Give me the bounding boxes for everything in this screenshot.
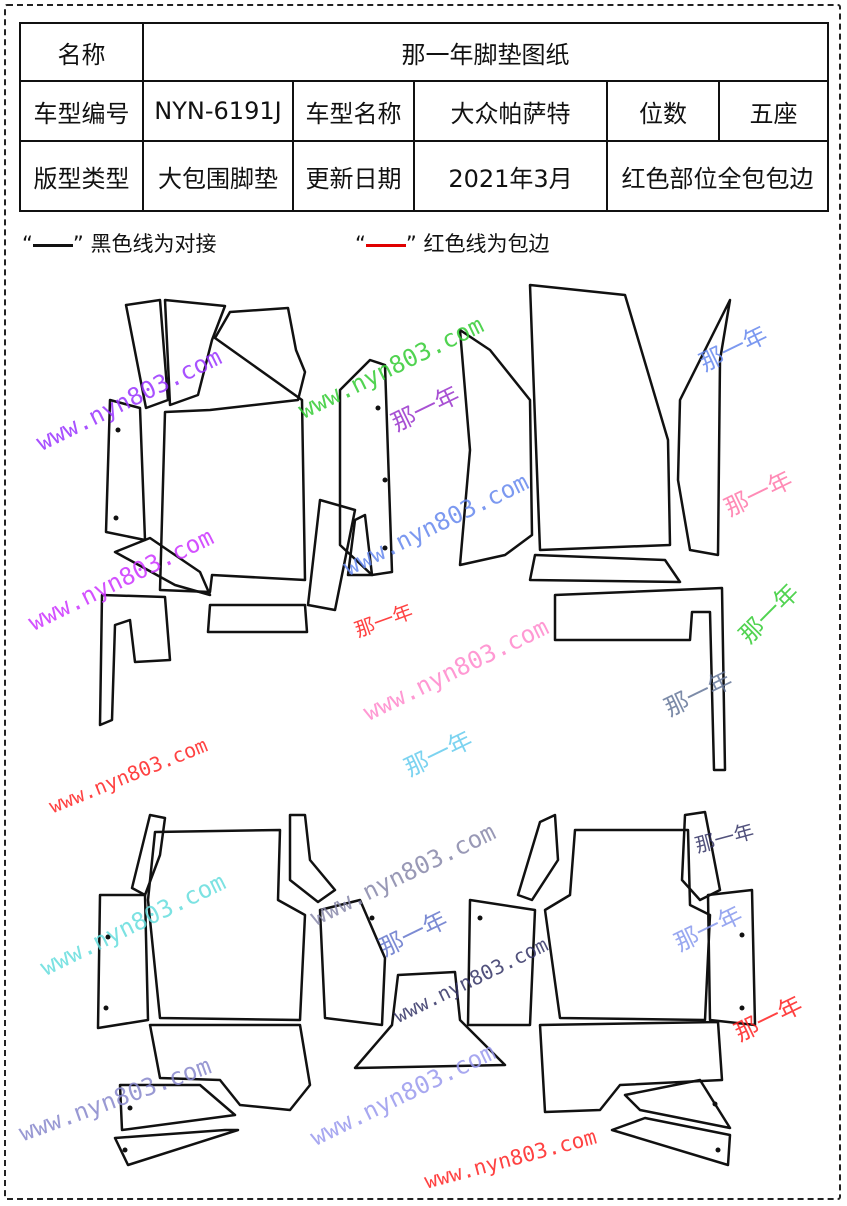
name-value: 那一年脚垫图纸 <box>142 22 829 82</box>
mat-piece <box>543 828 712 1022</box>
edge-note: 红色部位全包包边 <box>606 140 829 212</box>
mat-piece <box>528 283 672 552</box>
quote: ” <box>72 232 84 256</box>
mat-piece <box>124 298 170 410</box>
mat-piece <box>96 893 150 1030</box>
mat-piece <box>346 513 374 577</box>
mat-piece <box>113 1128 240 1167</box>
mat-piece <box>676 298 732 557</box>
mat-piece <box>466 898 537 1027</box>
hole-markers <box>103 405 745 1153</box>
mat-piece <box>163 298 227 407</box>
red-line-sample <box>365 243 406 247</box>
mat-piece <box>706 888 757 1027</box>
seats: 五座 <box>718 80 829 142</box>
mat-piece <box>118 1083 237 1132</box>
mat-piece <box>528 553 682 584</box>
type: 大包围脚垫 <box>142 140 294 212</box>
mat-piece <box>318 898 387 1027</box>
quote: “ <box>355 232 366 256</box>
mat-piece <box>148 1023 312 1112</box>
legend-red: “ ” 红色线为包边 <box>355 228 549 258</box>
mat-piece <box>98 593 172 727</box>
quote: “ <box>22 232 33 256</box>
name-label: 名称 <box>19 22 144 82</box>
model-no: NYN-6191J <box>142 80 294 142</box>
mat-piece <box>146 828 307 1022</box>
mat-piece <box>306 498 357 612</box>
black-line-sample <box>32 243 73 247</box>
seats-label: 位数 <box>606 80 720 142</box>
model-name: 大众帕萨特 <box>413 80 608 142</box>
info-table: 名称 那一年脚垫图纸 车型编号 NYN-6191J 车型名称 大众帕萨特 位数 … <box>19 22 829 212</box>
model-no-label: 车型编号 <box>19 80 144 142</box>
page-border <box>4 4 841 1200</box>
mat-piece <box>538 1020 724 1114</box>
mat-piece <box>553 586 727 772</box>
legend-red-text: 红色线为包边 <box>423 232 550 256</box>
type-label: 版型类型 <box>19 140 144 212</box>
mat-piece <box>130 813 167 897</box>
mat-piece <box>610 1116 732 1167</box>
mat-piece <box>113 536 212 597</box>
mat-piece <box>458 328 534 567</box>
mat-piece <box>288 813 337 904</box>
mat-piece <box>206 603 309 634</box>
date-label: 更新日期 <box>292 140 415 212</box>
mat-piece <box>353 970 507 1070</box>
legend-black-text: 黑色线为对接 <box>90 232 217 256</box>
mat-piece <box>516 813 560 902</box>
legend-black: “ ” 黑色线为对接 <box>22 228 216 258</box>
quote: ” <box>405 232 417 256</box>
mat-piece <box>338 358 394 577</box>
model-name-label: 车型名称 <box>292 80 415 142</box>
mat-piece <box>158 306 307 594</box>
date: 2021年3月 <box>413 140 608 212</box>
mat-piece <box>623 1078 732 1130</box>
